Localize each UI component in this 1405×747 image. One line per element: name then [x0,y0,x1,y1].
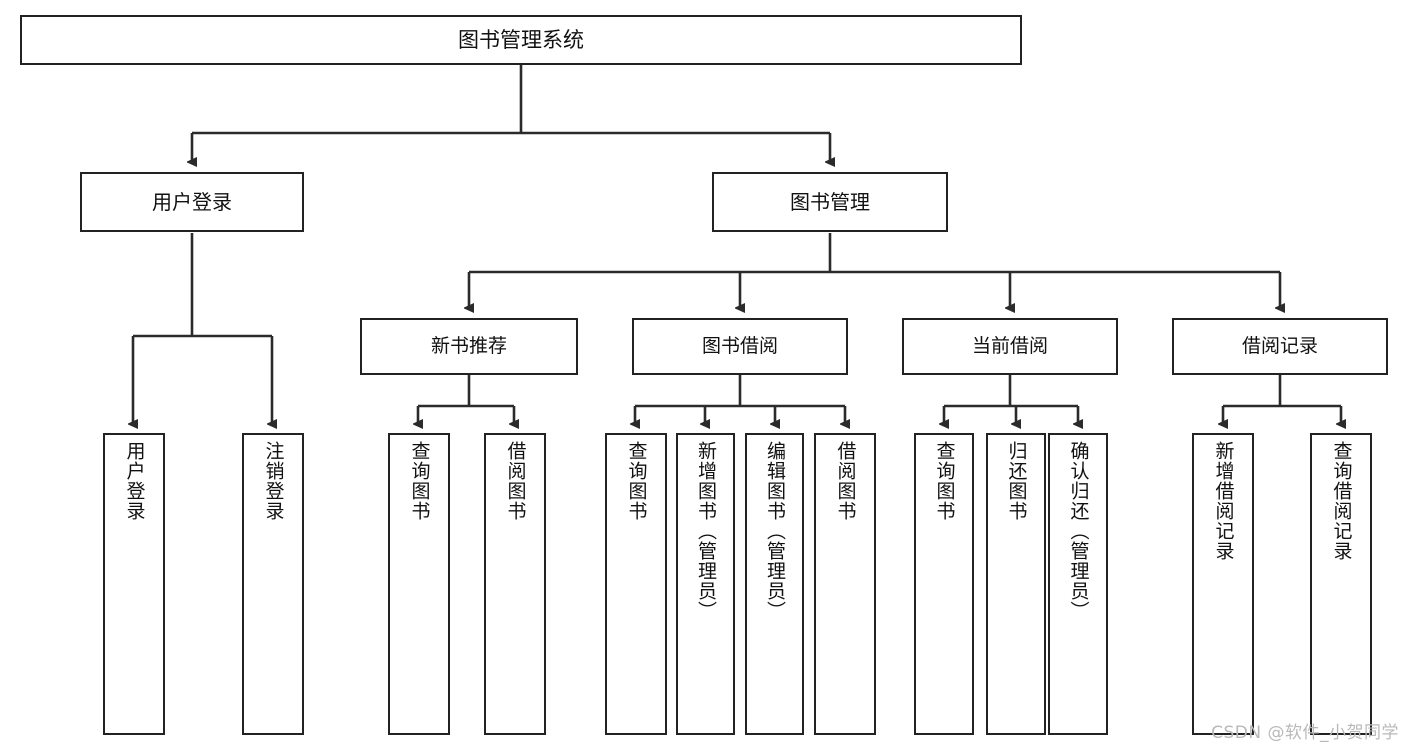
leaf-label-query-book-current: 查询图书 [933,441,956,521]
leaf-borrow-book-borrow[interactable]: 借阅图书 [814,433,876,735]
leaf-edit-book-admin[interactable]: 编辑图书（管理员） [745,433,804,735]
leaf-add-borrow-record[interactable]: 新增借阅记录 [1192,433,1254,735]
leaf-return-book[interactable]: 归还图书 [986,433,1046,735]
leaf-label-logout: 注销登录 [262,441,285,521]
node-book-management[interactable]: 图书管理 [712,172,948,232]
leaf-add-book-admin[interactable]: 新增图书（管理员） [676,433,735,735]
leaf-label-query-book-borrow: 查询图书 [625,441,648,521]
leaf-label-return-book: 归还图书 [1005,441,1028,521]
leaf-label-add-book-admin: 新增图书（管理员） [695,441,717,621]
node-root-system[interactable]: 图书管理系统 [20,15,1022,65]
leaf-borrow-book-recommend[interactable]: 借阅图书 [484,433,546,735]
leaf-user-login[interactable]: 用户登录 [103,433,165,735]
node-label-book-management: 图书管理 [790,189,870,214]
leaf-label-edit-book-admin: 编辑图书（管理员） [764,441,786,621]
node-new-book-recommend[interactable]: 新书推荐 [360,318,578,375]
leaf-query-borrow-record[interactable]: 查询借阅记录 [1310,433,1372,735]
node-label-book-borrow: 图书借阅 [701,334,778,357]
leaf-label-user-login: 用户登录 [123,441,146,521]
node-label-new-book-recommend: 新书推荐 [430,334,507,357]
node-current-borrow[interactable]: 当前借阅 [902,318,1118,375]
leaf-query-book-recommend[interactable]: 查询图书 [388,433,450,735]
leaf-label-query-book-recommend: 查询图书 [408,441,431,521]
leaf-confirm-return-admin[interactable]: 确认归还（管理员） [1048,433,1108,735]
node-label-root: 图书管理系统 [458,27,584,52]
leaf-query-book-borrow[interactable]: 查询图书 [605,433,667,735]
node-label-current-borrow: 当前借阅 [971,334,1048,357]
leaf-label-add-borrow-record: 新增借阅记录 [1212,441,1235,561]
leaf-query-book-current[interactable]: 查询图书 [914,433,974,735]
leaf-label-borrow-book-borrow: 借阅图书 [834,441,857,521]
leaf-label-query-borrow-record: 查询借阅记录 [1330,441,1353,561]
node-user-login[interactable]: 用户登录 [80,172,304,232]
node-book-borrow[interactable]: 图书借阅 [632,318,848,375]
node-borrow-record[interactable]: 借阅记录 [1172,318,1388,375]
node-label-borrow-record: 借阅记录 [1241,334,1318,357]
leaf-logout[interactable]: 注销登录 [242,433,304,735]
leaf-label-confirm-return-admin: 确认归还（管理员） [1067,441,1090,621]
leaf-label-borrow-book-recommend: 借阅图书 [504,441,527,521]
node-label-user-login: 用户登录 [152,189,232,214]
